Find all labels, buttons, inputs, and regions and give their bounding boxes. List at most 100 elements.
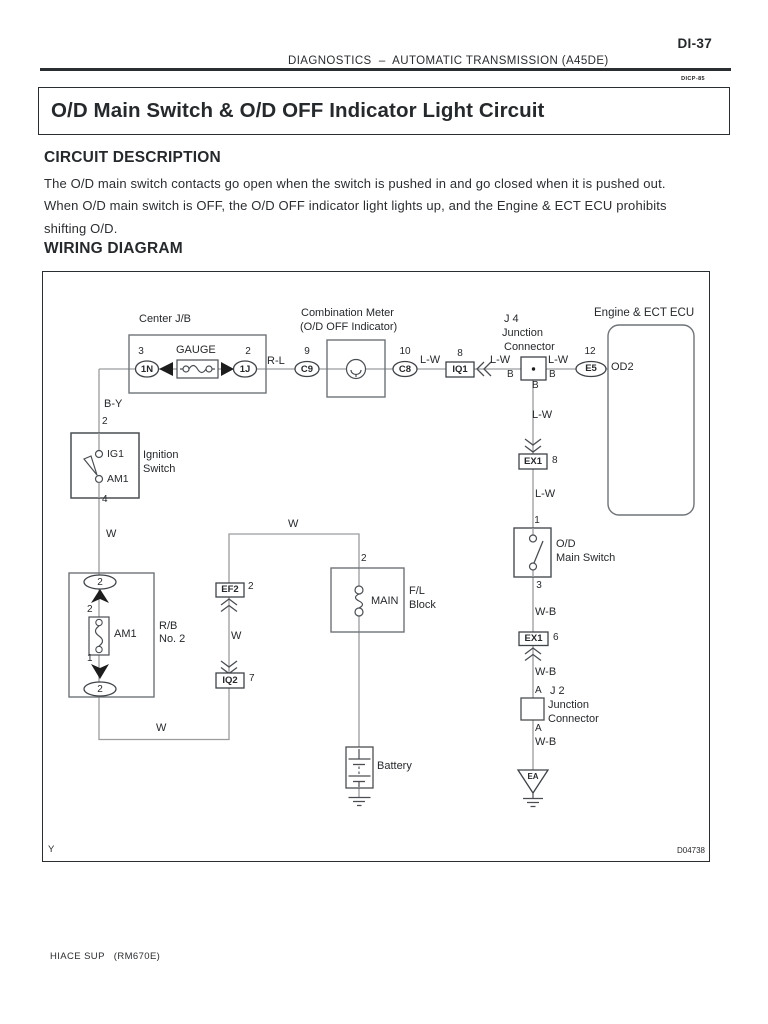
body-line-1: The O/D main switch contacts go open whe… xyxy=(44,176,666,191)
ex1-top-chevrons-icon xyxy=(524,438,542,453)
page-number: DI-37 xyxy=(677,36,712,51)
pin-b-bottom: B xyxy=(532,380,539,391)
label-fl-block-2: Block xyxy=(409,599,436,611)
label-j4-1: J 4 xyxy=(504,313,519,325)
connector-c9: C9 xyxy=(300,363,314,375)
circuit-description-heading: CIRCUIT DESCRIPTION xyxy=(44,149,221,166)
label-od-main-switch-2: Main Switch xyxy=(556,552,616,564)
label-ignition-switch-2: Switch xyxy=(143,463,176,475)
label-j2-2: Connector xyxy=(548,713,599,725)
wire-l-w-1: L-W xyxy=(420,354,441,366)
wire-w-b-1: W-B xyxy=(535,606,557,618)
connector-e5: E5 xyxy=(585,362,597,374)
header-title: DIAGNOSTICS – AUTOMATIC TRANSMISSION (A4… xyxy=(288,55,609,67)
wire-b-y: B-Y xyxy=(104,398,123,410)
connector-c8: C8 xyxy=(398,363,412,375)
pin-3-od-switch: 3 xyxy=(536,580,542,591)
pin-7-iq2: 7 xyxy=(249,673,255,684)
page-title: O/D Main Switch & O/D OFF Indicator Ligh… xyxy=(51,99,545,122)
center-jb-box xyxy=(128,334,267,394)
wire-w-b-3: W-B xyxy=(535,736,557,748)
label-center-jb: Center J/B xyxy=(139,313,191,325)
connector-ex1-bottom-rect xyxy=(518,631,549,647)
ea-ground-icon xyxy=(516,769,550,808)
fl-block-box xyxy=(330,567,405,633)
j4-junction-dot xyxy=(531,367,536,371)
wire-r-l: R-L xyxy=(267,355,285,367)
battery-ground-icon xyxy=(348,796,371,807)
connector-ex1-top-rect xyxy=(518,453,548,470)
label-rb-no2-1: R/B xyxy=(159,620,178,632)
connector-iq1: IQ1 xyxy=(452,364,468,375)
battery-symbol xyxy=(345,746,374,789)
pin-2-1j: 2 xyxy=(245,346,251,357)
pin-2-fl: 2 xyxy=(361,553,367,564)
figure-code: D04738 xyxy=(676,846,705,855)
main-fusible-link-symbol xyxy=(354,585,364,617)
iq1-chevrons-icon xyxy=(476,361,492,377)
wire-w-4: W xyxy=(288,518,299,530)
arrow-left-icon xyxy=(159,362,173,376)
arrow-up-icon xyxy=(91,589,109,603)
label-j4-3: Connector xyxy=(504,341,555,353)
header-rule xyxy=(40,68,731,71)
pin-2-ef2: 2 xyxy=(248,581,254,592)
connector-e5-oval xyxy=(575,360,607,378)
connector-1j-oval xyxy=(232,360,258,378)
doc-code: DICP-85 xyxy=(681,76,705,82)
pin-b-left: B xyxy=(507,369,514,380)
od-main-switch-symbol xyxy=(513,527,552,578)
label-ea-ground: EA xyxy=(527,772,539,781)
pin-1-od-switch: 1 xyxy=(534,515,540,526)
label-fl-block-1: F/L xyxy=(409,585,425,597)
pin-3-1n: 3 xyxy=(138,346,144,357)
wire-w-2: W xyxy=(156,722,167,734)
label-j2-1: Junction xyxy=(548,699,589,711)
ex1-bottom-chevrons-icon xyxy=(524,647,542,662)
pin-a-top: A xyxy=(535,685,542,696)
connector-ex1-top: EX1 xyxy=(524,455,542,467)
ignition-key-icon xyxy=(83,455,98,476)
engine-ect-ecu-box xyxy=(607,324,695,516)
wire-w-3: W xyxy=(231,630,242,642)
label-main-fuse: MAIN xyxy=(371,595,399,607)
arrow-down-icon xyxy=(91,664,109,679)
wire-w-b-2: W-B xyxy=(535,666,557,678)
pin-10-c8: 10 xyxy=(399,346,411,357)
label-od-main-switch-1: O/D xyxy=(556,538,576,550)
indicator-bulb-icon xyxy=(345,358,367,380)
body-line-2: When O/D main switch is OFF, the O/D OFF… xyxy=(44,198,667,214)
connector-iq1-rect xyxy=(445,361,475,378)
pin-12-e5: 12 xyxy=(584,346,596,357)
pin-2-rb-bottom: 2 xyxy=(97,683,103,695)
connector-ef2: EF2 xyxy=(221,583,239,595)
connector-1j: 1J xyxy=(239,363,251,375)
label-ignition-switch-1: Ignition xyxy=(143,449,179,461)
pin-9-c9: 9 xyxy=(304,346,310,357)
circuit-description-body: The O/D main switch contacts go open whe… xyxy=(44,173,734,240)
pin-2-rb-top: 2 xyxy=(97,576,103,588)
diagram-corner-label: Y xyxy=(48,844,55,855)
pin-8-iq1: 8 xyxy=(457,348,463,359)
label-j4-2: Junction xyxy=(502,327,543,339)
pin-2-ignition: 2 xyxy=(102,416,108,427)
title-box: O/D Main Switch & O/D OFF Indicator Ligh… xyxy=(38,87,730,135)
label-od2-terminal: OD2 xyxy=(611,361,634,373)
pin-4-ignition: 4 xyxy=(102,494,108,505)
connector-iq2-rect xyxy=(215,672,245,689)
combination-meter-box xyxy=(326,339,386,398)
label-engine-ect-ecu: Engine & ECT ECU xyxy=(594,307,695,319)
pin-6-ex1: 6 xyxy=(553,632,559,643)
pin-8-ex1: 8 xyxy=(552,455,558,466)
wires xyxy=(98,368,608,797)
rb-no2-fusible-link-symbol xyxy=(83,574,117,697)
gauge-fuse-symbol xyxy=(176,359,219,379)
label-j2-id: J 2 xyxy=(550,685,565,697)
wire-l-w-3: L-W xyxy=(548,354,569,366)
wiring-diagram-geometry xyxy=(68,324,695,808)
connector-1n: 1N xyxy=(140,363,154,375)
connector-c9-oval xyxy=(294,360,320,378)
pin-b-right: B xyxy=(549,369,556,380)
terminal-am1: AM1 xyxy=(107,473,129,485)
